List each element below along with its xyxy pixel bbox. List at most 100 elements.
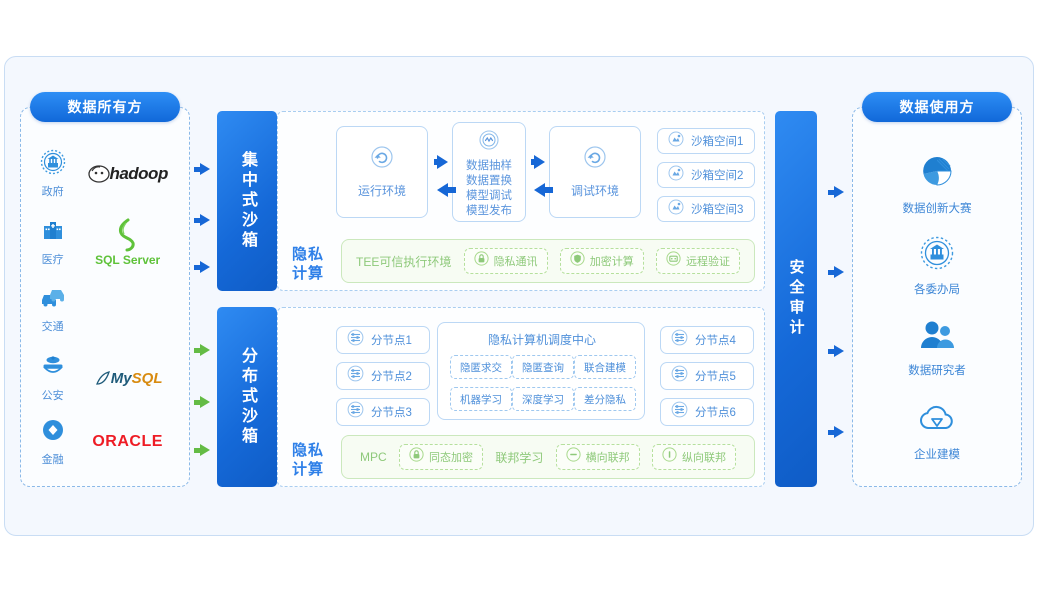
mysql-logo-text: MySQL <box>85 368 170 388</box>
node-icon <box>347 329 364 351</box>
hadoop-logo: hadoop <box>85 163 170 185</box>
arrow-ops-to-debug <box>531 155 545 169</box>
sandbox-icon <box>668 131 684 152</box>
middle-operations-box[interactable]: 数据抽样 数据置换 模型调试 模型发布 <box>452 122 526 222</box>
privacy-chip-vertical[interactable]: 纵向联邦 <box>652 444 736 470</box>
terminal-icon <box>666 251 681 271</box>
privacy-chip-comm[interactable]: 隐私通讯 <box>463 248 548 274</box>
node-chip[interactable]: 分节点2 <box>336 362 430 390</box>
vertical-icon <box>662 447 677 467</box>
scheduling-hub-box: 隐私计算机调度中心 隐匿求交 隐匿查询 联合建模 机器学习 深度学习 差分隐私 <box>437 322 645 420</box>
pie-chart-icon <box>919 153 955 194</box>
user-item[interactable]: 数据研究者 <box>852 304 1022 392</box>
data-owner-title: 数据所有方 <box>30 92 180 122</box>
node-chip[interactable]: 分节点5 <box>660 362 754 390</box>
owner-category-label: 医疗 <box>41 254 64 266</box>
arrow-runtime-to-ops <box>434 155 448 169</box>
privacy-chip-encrypt[interactable]: 加密计算 <box>559 248 644 274</box>
security-audit-bar: 安全审计 <box>775 111 817 487</box>
privacy-chip-label: 同态加密 <box>429 452 473 464</box>
audit-to-user-arrow <box>828 186 844 198</box>
hub-tag[interactable]: 隐匿查询 <box>512 355 574 379</box>
arrow-debug-to-ops <box>534 183 553 197</box>
mpc-label: MPC <box>360 450 387 464</box>
central-privacy-label: 隐私计算 <box>291 246 324 282</box>
data-user-title: 数据使用方 <box>862 92 1012 122</box>
audit-to-user-arrow <box>828 345 844 357</box>
flow-arrow-blue <box>194 261 210 273</box>
horizontal-icon <box>566 447 581 467</box>
node-icon <box>347 401 364 423</box>
owner-row: 金融 ORACLE <box>0 408 170 476</box>
sandbox-space-label: 沙箱空间1 <box>691 136 744 148</box>
privacy-chip-remote[interactable]: 远程验证 <box>656 248 740 274</box>
privacy-chip-homomorphic[interactable]: 同态加密 <box>399 444 483 470</box>
sandbox-space-chip[interactable]: 沙箱空间1 <box>657 128 755 154</box>
sandbox-space-chip[interactable]: 沙箱空间2 <box>657 162 755 188</box>
distributed-sandbox-bar: 分布式沙箱 <box>217 307 277 487</box>
hub-tag[interactable]: 联合建模 <box>574 355 636 379</box>
audit-to-user-arrow <box>828 266 844 278</box>
flow-arrow-green <box>194 444 210 456</box>
privacy-chip-label: 纵向联邦 <box>682 452 726 464</box>
central-sandbox-bar: 集中式沙箱 <box>217 111 277 291</box>
oracle-logo: ORACLE <box>92 433 163 450</box>
tee-label: TEE可信执行环境 <box>356 254 452 269</box>
debug-environment-box[interactable]: 调试环境 <box>549 126 641 218</box>
hub-tag[interactable]: 深度学习 <box>512 387 574 411</box>
people-icon <box>918 319 956 356</box>
debug-environment-label: 调试环境 <box>570 184 619 198</box>
federated-learning-label: 联邦学习 <box>495 450 544 465</box>
hub-tag[interactable]: 机器学习 <box>450 387 512 411</box>
middle-op-line: 数据置换 <box>466 174 512 187</box>
runtime-environment-label: 运行环境 <box>357 184 406 198</box>
audit-to-user-arrow <box>828 426 844 438</box>
flow-arrow-blue <box>194 214 210 226</box>
node-chip[interactable]: 分节点3 <box>336 398 430 426</box>
owner-category-label: 交通 <box>41 321 64 333</box>
node-label: 分节点3 <box>371 407 412 419</box>
sandbox-space-chip[interactable]: 沙箱空间3 <box>657 196 755 222</box>
traffic-icon <box>39 286 67 315</box>
node-icon <box>671 401 688 423</box>
sandbox-icon <box>668 199 684 220</box>
privacy-chip-horizontal[interactable]: 横向联邦 <box>555 444 640 470</box>
runtime-environment-box[interactable]: 运行环境 <box>336 126 428 218</box>
refresh-circle-icon <box>583 145 607 174</box>
node-label: 分节点2 <box>371 371 412 383</box>
lock-icon <box>409 447 424 467</box>
user-item-label: 各委办局 <box>914 283 960 296</box>
scheduling-hub-title: 隐私计算机调度中心 <box>487 333 596 347</box>
node-label: 分节点4 <box>695 335 736 347</box>
owner-category-label: 金融 <box>41 454 64 466</box>
node-chip[interactable]: 分节点1 <box>336 326 430 354</box>
node-chip[interactable]: 分节点6 <box>660 398 754 426</box>
privacy-chip-label: 远程验证 <box>686 256 730 268</box>
government-icon <box>920 236 954 275</box>
user-item[interactable]: 企业建模 <box>852 388 1022 476</box>
hub-tag[interactable]: 隐匿求交 <box>450 355 512 379</box>
user-item-label: 数据创新大赛 <box>902 202 972 215</box>
middle-op-line: 模型发布 <box>466 204 512 217</box>
refresh-circle-icon <box>370 145 394 174</box>
owner-row: 公安 MySQL <box>0 344 170 412</box>
node-chip[interactable]: 分节点4 <box>660 326 754 354</box>
distributed-privacy-bar: MPC 同态加密 联邦学习 横向联邦 纵向联邦 <box>341 435 755 479</box>
owner-row: 交通 <box>0 276 170 344</box>
node-icon <box>347 365 364 387</box>
owner-row: 医疗 SQL Server <box>0 208 170 276</box>
privacy-chip-label: 隐私通讯 <box>493 256 538 268</box>
wave-circle-icon <box>479 129 499 155</box>
node-label: 分节点5 <box>695 371 736 383</box>
privacy-chip-label: 横向联邦 <box>585 452 630 464</box>
sandbox-icon <box>668 165 684 186</box>
finance-icon <box>40 417 66 448</box>
central-privacy-bar: TEE可信执行环境 隐私通讯 加密计算 远程验证 <box>341 239 755 283</box>
hub-tag[interactable]: 差分隐私 <box>574 387 636 411</box>
sqlserver-logo: SQL Server <box>85 218 170 266</box>
user-item[interactable]: 各委办局 <box>852 222 1022 310</box>
user-item[interactable]: 数据创新大赛 <box>852 140 1022 228</box>
shield-icon <box>570 251 585 271</box>
government-icon <box>40 149 66 180</box>
